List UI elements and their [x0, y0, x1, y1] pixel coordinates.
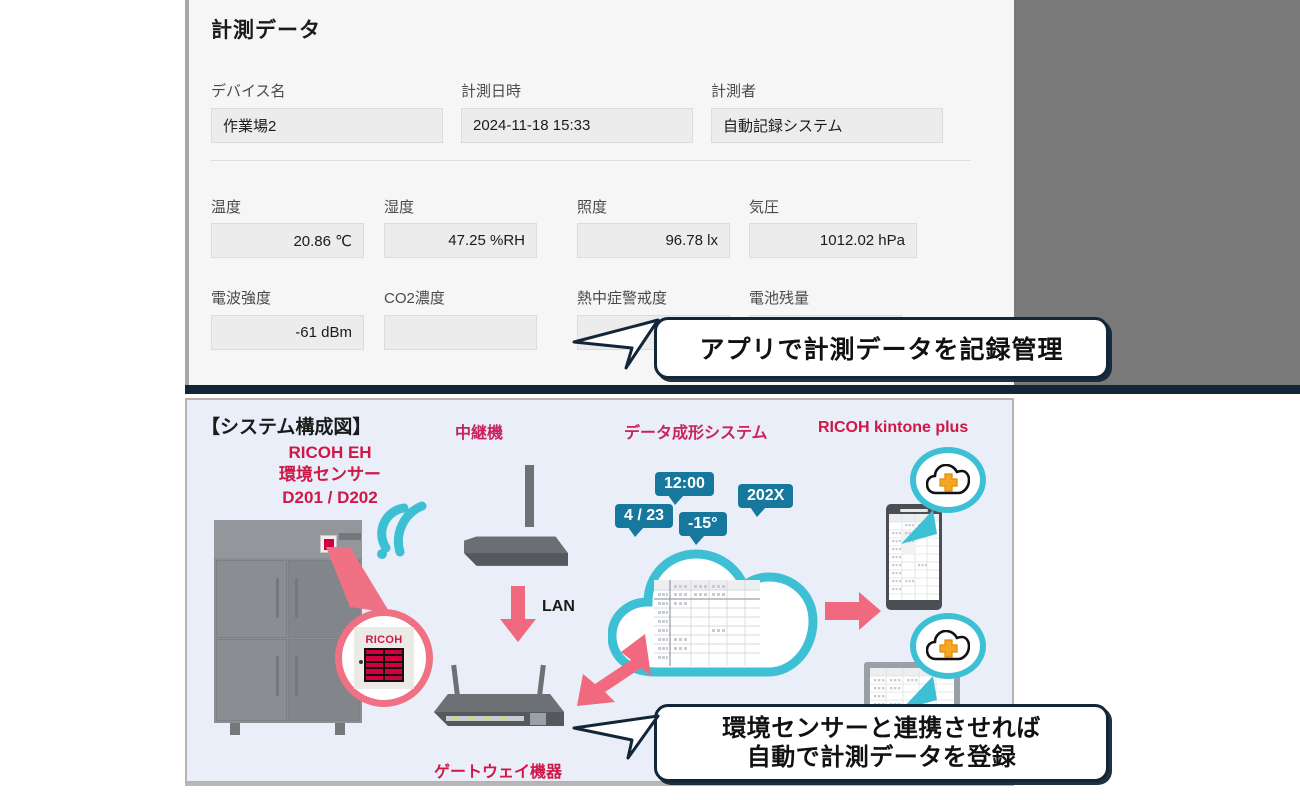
ricoh-logo: RICOH: [365, 634, 403, 646]
data-bubble-date: 4 / 23: [615, 504, 674, 537]
data-bubble-year: 202X: [738, 484, 794, 517]
lan-label: LAN: [542, 598, 575, 615]
gateway-router-icon: [434, 694, 564, 726]
field-label-measurer: 計測者: [711, 83, 757, 100]
callout-bottom-line1: 環境センサーと連携させれば: [722, 714, 1041, 742]
kintone-cloud-bubble-phone: [910, 447, 986, 513]
label-relay: 中継機: [455, 425, 504, 442]
callout-bottom-line2: 自動で計測データを登録: [746, 744, 1017, 771]
refrigerator-handle-2: [295, 578, 298, 618]
gateway-antenna-left: [451, 664, 460, 696]
refrigerator-leg-right: [335, 723, 345, 735]
section-divider: [211, 160, 971, 161]
field-label-pressure: 気圧: [749, 199, 780, 216]
arrow-cloud-to-device: [825, 592, 881, 630]
relay-device-icon: [464, 536, 568, 566]
label-sensor-line1: RICOH EH: [288, 443, 372, 462]
sensor-closeup-callout: RICOH: [335, 609, 433, 707]
refrigerator-vent: [339, 533, 361, 540]
field-label-temperature: 温度: [211, 199, 242, 216]
label-kintone-plus: RICOH kintone plus: [818, 419, 969, 436]
field-label-battery: 電池残量: [749, 290, 810, 307]
label-sensor-line2: 環境センサー: [279, 465, 381, 485]
refrigerator-handle-3: [276, 656, 279, 696]
data-bubble-time: 12:00: [655, 472, 714, 505]
gateway-antenna-right: [537, 664, 546, 696]
cloud-spreadsheet: [654, 580, 760, 666]
refrigerator-leg-left: [230, 723, 240, 735]
data-bubble-temp: -15°: [679, 512, 727, 545]
field-value-measurer[interactable]: 自動記録システム: [711, 108, 943, 143]
callout-bottom: 環境センサーと連携させれば 自動で計測データを登録: [654, 704, 1109, 782]
field-value-measure-datetime[interactable]: 2024-11-18 15:33: [461, 108, 693, 143]
sensor-solar-grid: [364, 648, 404, 682]
refrigerator-door-tl: [216, 560, 287, 638]
field-label-measure-datetime: 計測日時: [461, 83, 522, 100]
field-value-signal-strength[interactable]: -61 dBm: [211, 315, 364, 350]
diagram-title: 【システム構成図】: [201, 417, 372, 438]
callout-top-tail: [572, 318, 660, 370]
relay-antenna: [525, 465, 534, 527]
arrow-gateway-to-cloud: [577, 634, 651, 706]
sensor-pointer: [326, 547, 390, 613]
label-data-format-system: データ成形システム: [624, 425, 768, 442]
kintone-bubble-tail-2: [901, 676, 937, 710]
wifi-signal-icon: [377, 501, 427, 559]
field-label-co2: CO2濃度: [384, 290, 445, 307]
refrigerator-handle-4: [295, 656, 298, 696]
field-label-illuminance: 照度: [577, 199, 608, 216]
label-sensor-line3: D201 / D202: [282, 487, 378, 507]
field-value-illuminance[interactable]: 96.78 lx: [577, 223, 730, 258]
field-label-signal-strength: 電波強度: [211, 290, 272, 307]
field-value-pressure[interactable]: 1012.02 hPa: [749, 223, 917, 258]
field-value-temperature[interactable]: 20.86 ℃: [211, 223, 364, 258]
refrigerator-door-bl: [216, 639, 287, 721]
navy-separator-band: [185, 385, 1300, 394]
field-label-humidity: 湿度: [384, 199, 415, 216]
lan-arrow-icon: [500, 586, 536, 642]
page-title: 計測データ: [211, 19, 321, 42]
callout-top: アプリで計測データを記録管理: [654, 317, 1109, 379]
callout-top-text: アプリで計測データを記録管理: [699, 336, 1064, 364]
field-value-humidity[interactable]: 47.25 %RH: [384, 223, 537, 258]
kintone-plus-icon-2: [926, 630, 970, 661]
phone-speaker: [900, 509, 928, 512]
callout-bottom-tail: [572, 714, 660, 760]
label-gateway: ゲートウェイ機器: [434, 764, 563, 781]
field-label-device-name: デバイス名: [211, 83, 286, 100]
measurement-form-panel: 計測データ デバイス名 作業場2 計測日時 2024-11-18 15:33 計…: [185, 0, 1014, 385]
field-value-device-name[interactable]: 作業場2: [211, 108, 443, 143]
ricoh-sensor-chip: RICOH: [354, 627, 414, 689]
label-sensor-group: RICOH EH 環境センサー D201 / D202: [245, 442, 415, 509]
refrigerator-handle-1: [276, 578, 279, 618]
field-label-heatstroke-alert: 熱中症警戒度: [577, 290, 668, 307]
sensor-chip-dot: [359, 660, 363, 664]
kintone-cloud-bubble-tablet: [910, 613, 986, 679]
kintone-plus-icon: [926, 464, 970, 495]
diagram-panel-bottom-edge: [185, 783, 1014, 786]
sensor-red-panel: [323, 538, 334, 550]
field-value-co2[interactable]: [384, 315, 537, 350]
kintone-bubble-tail-1: [901, 510, 937, 544]
spreadsheet-grid: [654, 580, 760, 666]
